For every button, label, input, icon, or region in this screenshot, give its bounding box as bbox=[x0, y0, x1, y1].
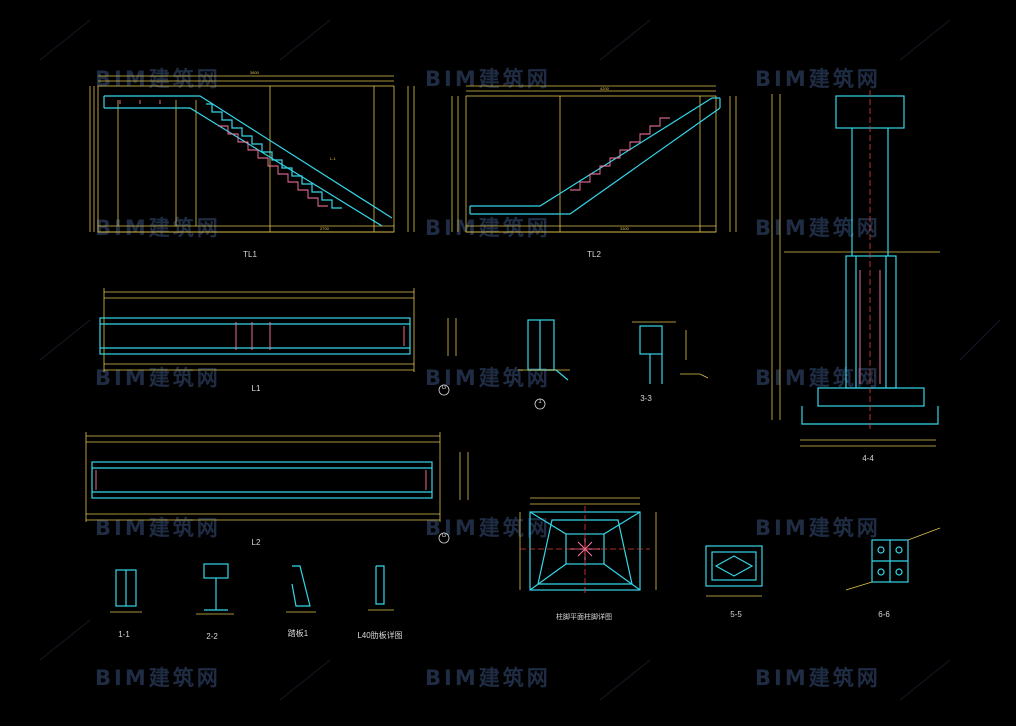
label-weld-detail: 踏板1 bbox=[287, 629, 309, 638]
label-rib-detail: L40肋板详图 bbox=[357, 631, 403, 640]
watermark: BIM建筑网 bbox=[425, 216, 551, 240]
section-5-5 bbox=[705, 545, 763, 597]
tl1-stair-elevation: 3600 2700 L-1 bbox=[89, 70, 415, 233]
label-tl2: TL2 bbox=[587, 250, 601, 259]
detail-1-section bbox=[518, 319, 570, 410]
label-l2: L2 bbox=[251, 538, 261, 547]
watermark: BIM建筑网 bbox=[425, 516, 551, 540]
label-l1: L1 bbox=[251, 384, 261, 393]
section-3-3 bbox=[632, 321, 709, 384]
watermark: BIM建筑网 bbox=[755, 366, 881, 390]
svg-text:3300: 3300 bbox=[620, 226, 630, 231]
label-detail-1: 1 bbox=[538, 399, 542, 405]
svg-text:L-1: L-1 bbox=[330, 156, 337, 161]
label-3-3: 3-3 bbox=[640, 394, 652, 403]
label-6-6: 6-6 bbox=[878, 610, 890, 619]
watermark: BIM建筑网 bbox=[755, 666, 881, 690]
label-tl1: TL1 bbox=[243, 250, 257, 259]
watermark: BIM建筑网 bbox=[95, 666, 221, 690]
label-1-1: 1-1 bbox=[118, 630, 130, 639]
watermark: BIM建筑网 bbox=[425, 666, 551, 690]
label-5-5: 5-5 bbox=[730, 610, 742, 619]
label-2-2: 2-2 bbox=[206, 632, 218, 641]
section-4-4-column bbox=[771, 90, 940, 447]
section-6-6 bbox=[845, 527, 941, 591]
watermark: BIM建筑网 bbox=[755, 67, 881, 91]
tl2-stair-elevation: 4200 3300 bbox=[451, 85, 737, 233]
l2-beam-elevation bbox=[85, 432, 469, 544]
watermark: BIM建筑网 bbox=[95, 67, 221, 91]
watermark-hatch bbox=[39, 19, 1001, 701]
svg-text:2700: 2700 bbox=[320, 226, 330, 231]
svg-text:4200: 4200 bbox=[600, 86, 610, 91]
watermark: BIM建筑网 bbox=[425, 67, 551, 91]
small-sections bbox=[110, 563, 394, 615]
l1-beam-elevation bbox=[99, 288, 457, 396]
base-plate-plan bbox=[519, 497, 657, 596]
watermark: BIM建筑网 bbox=[755, 216, 881, 240]
svg-text:3600: 3600 bbox=[250, 70, 260, 75]
label-circle-g-1: G bbox=[441, 385, 447, 391]
label-base-plate: 柱脚平面柱脚详图 bbox=[556, 614, 612, 621]
label-4-4: 4-4 bbox=[862, 454, 874, 463]
label-circle-g-2: G bbox=[441, 533, 447, 539]
watermark: BIM建筑网 bbox=[755, 516, 881, 540]
watermark: BIM建筑网 bbox=[95, 216, 221, 240]
